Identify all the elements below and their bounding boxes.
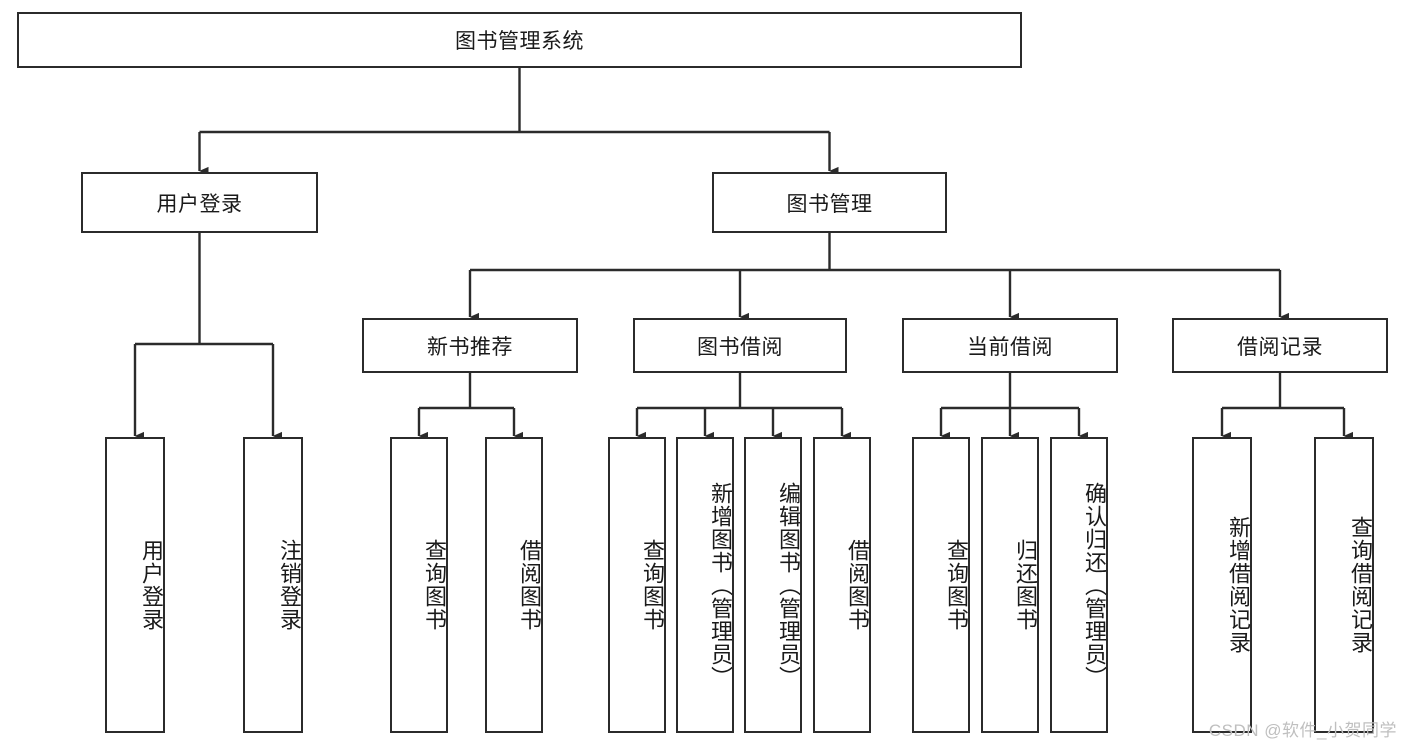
node-label: 借阅图书 xyxy=(517,539,542,631)
node-current-borrow[interactable]: 当前借阅 xyxy=(902,318,1118,373)
node-label: 图书管理系统 xyxy=(455,30,584,53)
node-recommend-query-book[interactable]: 查询图书 xyxy=(390,437,448,733)
node-borrow-query-book[interactable]: 查询图书 xyxy=(608,437,666,733)
node-label: 借阅记录 xyxy=(1237,335,1323,359)
node-label: 新书推荐 xyxy=(427,335,513,359)
node-label: 用户登录 xyxy=(139,539,164,631)
node-label: 新增图书（管理员） xyxy=(708,481,733,689)
node-user-login[interactable]: 用户登录 xyxy=(81,172,318,233)
node-label: 注销登录 xyxy=(277,539,302,631)
node-label: 借阅图书 xyxy=(845,539,870,631)
node-label: 用户登录 xyxy=(156,192,243,216)
node-current-return-book[interactable]: 归还图书 xyxy=(981,437,1039,733)
node-label: 查询借阅记录 xyxy=(1348,516,1373,654)
node-label: 当前借阅 xyxy=(967,335,1053,359)
node-borrow-borrow-book[interactable]: 借阅图书 xyxy=(813,437,871,733)
node-current-query-book[interactable]: 查询图书 xyxy=(912,437,970,733)
node-borrow-edit-book-admin[interactable]: 编辑图书（管理员） xyxy=(744,437,802,733)
node-borrow-add-book-admin[interactable]: 新增图书（管理员） xyxy=(676,437,734,733)
node-label: 图书借阅 xyxy=(697,335,783,359)
node-borrow-records[interactable]: 借阅记录 xyxy=(1172,318,1388,373)
node-records-query-record[interactable]: 查询借阅记录 xyxy=(1314,437,1374,733)
node-book-management[interactable]: 图书管理 xyxy=(712,172,947,233)
node-label: 查询图书 xyxy=(422,539,447,631)
node-book-borrow[interactable]: 图书借阅 xyxy=(633,318,847,373)
node-recommend-borrow-book[interactable]: 借阅图书 xyxy=(485,437,543,733)
node-root[interactable]: 图书管理系统 xyxy=(17,12,1022,68)
node-new-book-recommend[interactable]: 新书推荐 xyxy=(362,318,578,373)
node-label: 查询图书 xyxy=(640,539,665,631)
node-label: 新增借阅记录 xyxy=(1226,516,1251,654)
node-label: 编辑图书（管理员） xyxy=(776,481,801,689)
node-user-logout-leaf[interactable]: 注销登录 xyxy=(243,437,303,733)
node-label: 确认归还（管理员） xyxy=(1082,481,1107,689)
node-label: 图书管理 xyxy=(786,192,873,216)
node-current-confirm-return-admin[interactable]: 确认归还（管理员） xyxy=(1050,437,1108,733)
node-user-login-leaf[interactable]: 用户登录 xyxy=(105,437,165,733)
node-label: 查询图书 xyxy=(944,539,969,631)
node-label: 归还图书 xyxy=(1013,539,1038,631)
node-records-add-record[interactable]: 新增借阅记录 xyxy=(1192,437,1252,733)
csdn-watermark: CSDN @软件_小贺同学 xyxy=(1208,721,1397,740)
